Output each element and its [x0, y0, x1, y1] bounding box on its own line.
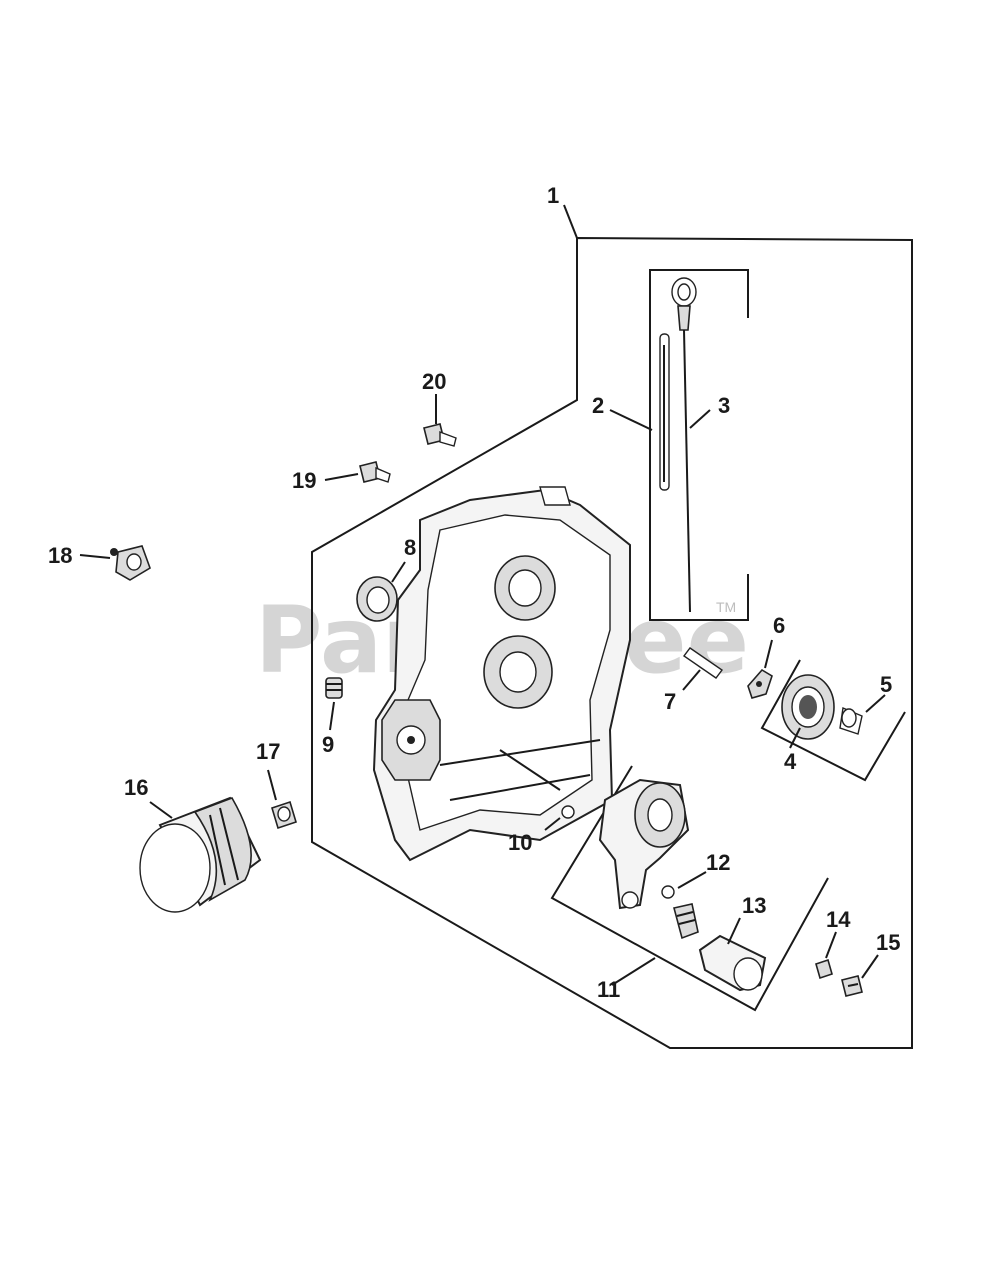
- label-20: 20: [422, 369, 446, 394]
- leader-11: [611, 957, 656, 986]
- dipstick-box: [649, 269, 749, 621]
- leader-5: [865, 694, 886, 713]
- leader-4: [789, 727, 801, 749]
- oil-pressure-switch: [110, 545, 151, 581]
- leader-8: [391, 561, 406, 583]
- leader-15: [861, 954, 879, 979]
- label-17: 17: [256, 739, 280, 764]
- plug-fitting: [325, 677, 343, 699]
- crankcase-cover: [372, 486, 631, 862]
- label-5: 5: [880, 672, 892, 697]
- relief-valve: [673, 903, 699, 940]
- dipstick: [671, 277, 697, 613]
- label-13: 13: [742, 893, 766, 918]
- leader-19: [324, 473, 359, 481]
- label-7: 7: [664, 689, 676, 714]
- o-ring: [561, 805, 575, 819]
- label-11: 11: [597, 977, 620, 1002]
- label-10: 10: [508, 830, 532, 855]
- assembly-outline: [311, 236, 913, 1049]
- watermark-trademark: TM: [716, 599, 736, 615]
- label-19: 19: [292, 468, 316, 493]
- leader-1: [563, 204, 578, 239]
- label-12: 12: [706, 850, 730, 875]
- label-8: 8: [404, 535, 416, 560]
- leader-16: [149, 801, 173, 819]
- screw-19: [359, 461, 391, 483]
- label-16: 16: [124, 775, 148, 800]
- screw: [841, 975, 863, 997]
- label-9: 9: [322, 732, 334, 757]
- oil-filter: [139, 796, 262, 913]
- label-6: 6: [773, 613, 785, 638]
- label-14: 14: [826, 907, 851, 932]
- leader-13: [727, 917, 741, 945]
- label-3: 3: [718, 393, 730, 418]
- pin: [683, 647, 723, 679]
- leader-9: [329, 701, 335, 731]
- dipstick-tube: [659, 333, 670, 491]
- screw-20: [423, 423, 457, 447]
- leader-6: [764, 639, 773, 669]
- leader-10: [544, 817, 561, 831]
- leader-18: [79, 554, 111, 559]
- oil-pickup: [698, 934, 767, 992]
- gear-box: [760, 659, 906, 782]
- label-4: 4: [784, 749, 797, 774]
- leader-14: [825, 931, 837, 959]
- pump-o-ring: [661, 885, 675, 899]
- drain-plug: [271, 800, 297, 830]
- gear-shaft: [839, 707, 863, 735]
- oil-seal: [356, 576, 398, 622]
- leader-17: [267, 769, 277, 801]
- gear: [781, 674, 835, 740]
- label-2: 2: [592, 393, 604, 418]
- label-1: 1: [547, 183, 559, 208]
- leader-3: [689, 409, 711, 429]
- label-15: 15: [876, 930, 900, 955]
- leader-2: [609, 409, 653, 431]
- washer: [747, 668, 773, 699]
- nut: [815, 958, 833, 980]
- oil-pump: [598, 778, 690, 910]
- label-18: 18: [48, 543, 72, 568]
- leader-7: [682, 669, 701, 691]
- pump-box: [550, 765, 829, 1012]
- leader-12: [677, 871, 707, 889]
